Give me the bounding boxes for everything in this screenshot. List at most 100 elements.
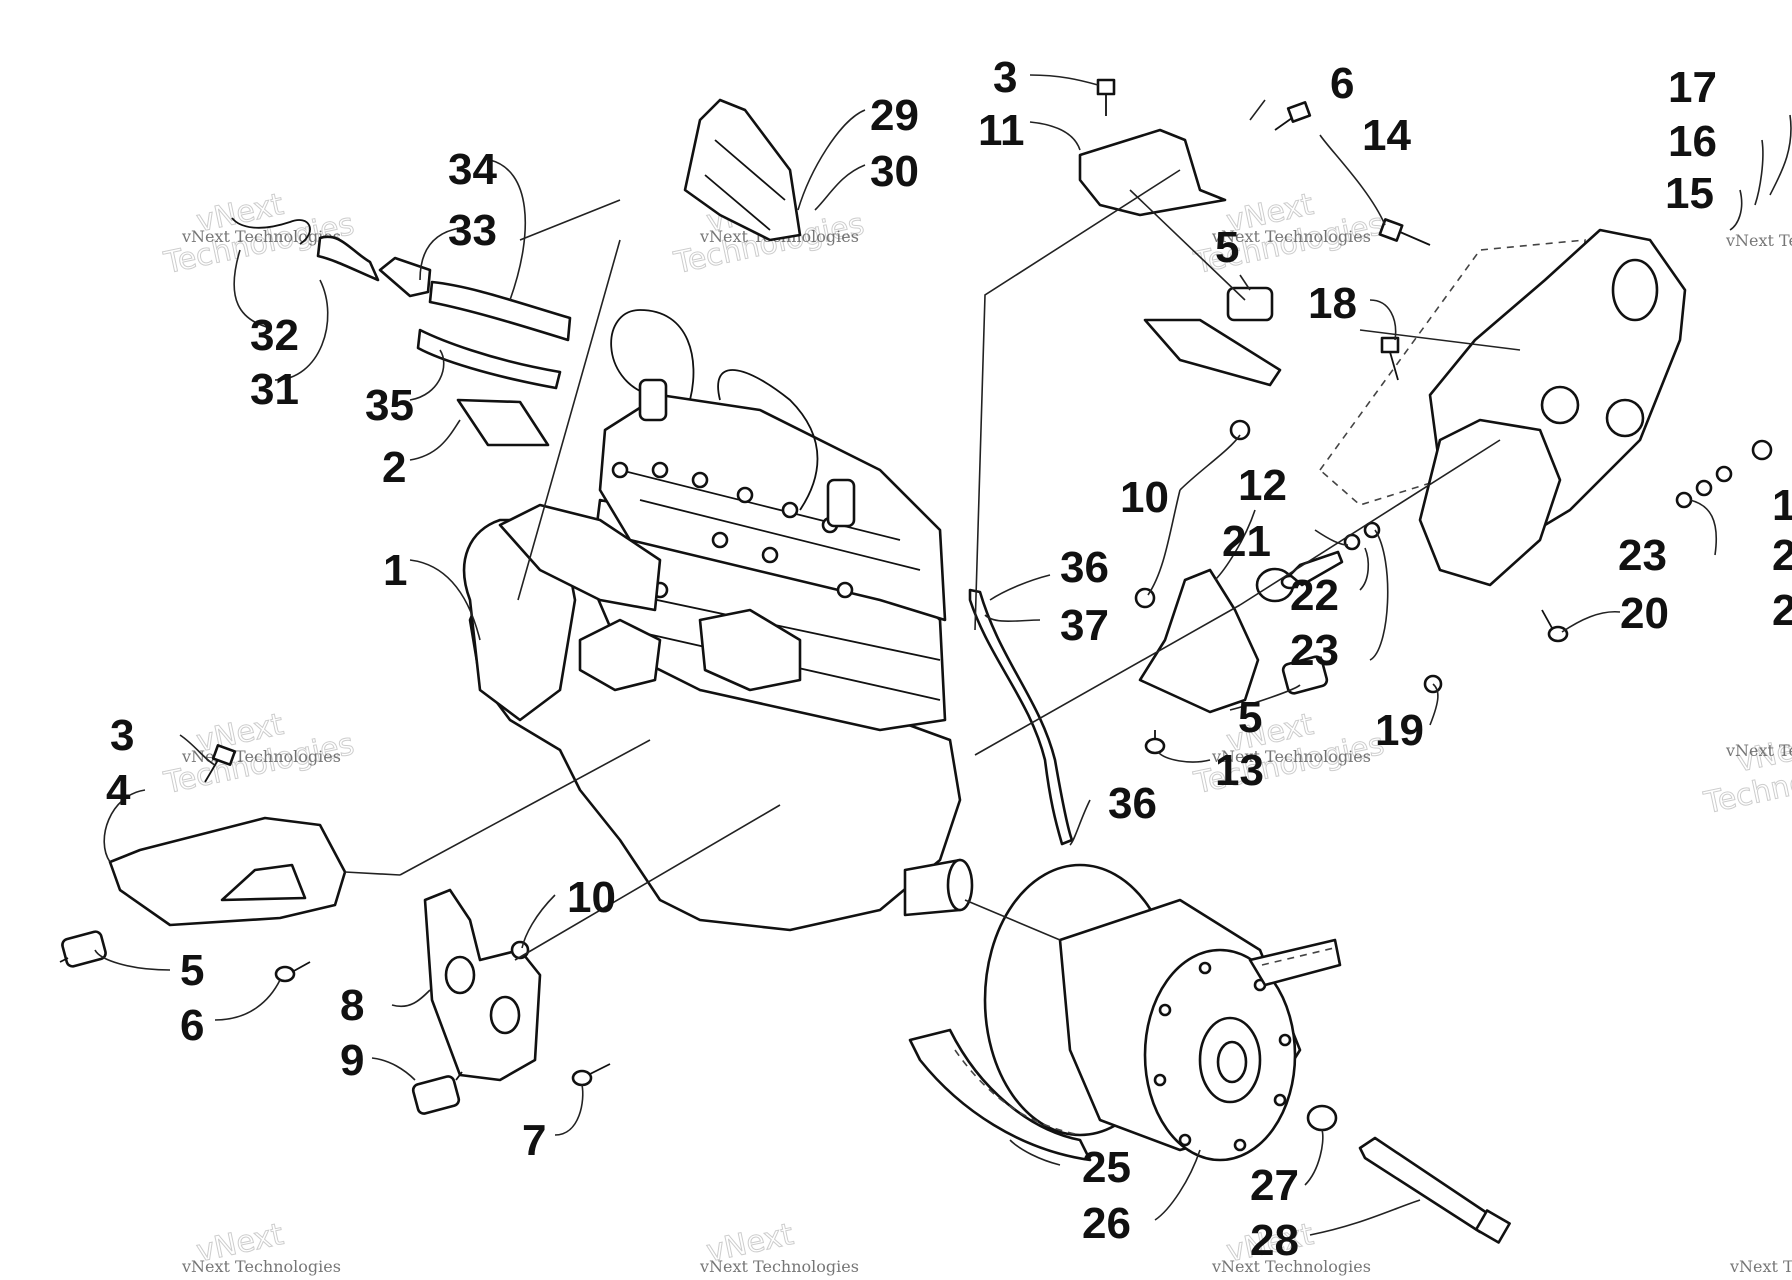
label-14: 14 <box>1362 111 1411 160</box>
label-5-left: 5 <box>180 946 204 995</box>
watermark-small: vNext Technologies <box>1725 741 1792 760</box>
label-11: 11 <box>978 106 1025 155</box>
label-8: 8 <box>340 981 364 1030</box>
rear-plate-boss <box>1540 385 1580 425</box>
engine-intake-manifold <box>498 503 662 612</box>
washer <box>1363 521 1381 539</box>
bolt <box>1096 78 1116 116</box>
label-6-top: 6 <box>1330 59 1354 108</box>
engine-exhaust-flange <box>698 608 802 692</box>
pin-21 <box>1288 550 1344 587</box>
label-34: 34 <box>448 145 497 194</box>
top-hose-bracket <box>683 98 802 242</box>
watermark-small: vNext Technologies <box>699 1257 859 1276</box>
label-28: 28 <box>1250 1216 1299 1265</box>
drive-belt-upper <box>1248 938 1342 987</box>
front-mount-plate-cutout <box>220 863 307 902</box>
rear-plate-cutout <box>1611 258 1659 322</box>
spark-plug-wire <box>717 369 819 511</box>
engine-shaft-end <box>946 858 974 912</box>
clutch-bolt <box>1358 1136 1497 1234</box>
watermark-small: vNext Technologies <box>1211 1257 1371 1276</box>
hose <box>416 328 562 390</box>
bracket-hole <box>444 955 476 995</box>
rear-knuckle-bracket <box>1418 418 1562 587</box>
upper-mount-bracket <box>1078 128 1227 217</box>
label-7: 7 <box>522 1116 546 1165</box>
label-3-top: 3 <box>993 53 1017 102</box>
label-27: 27 <box>1250 1161 1299 1210</box>
washer <box>1695 479 1713 497</box>
label-5-mid: 5 <box>1238 693 1262 742</box>
watermark-small: vNext Technologies <box>1211 227 1371 246</box>
drive-clutch-assembly <box>908 863 1342 1162</box>
top-hose-bracket-rib <box>714 139 786 201</box>
engine-assembly <box>462 309 974 932</box>
label-2-right-cut: 2 <box>1772 586 1792 635</box>
label-5-top: 5 <box>1215 223 1239 272</box>
engine-head-fin <box>639 499 921 571</box>
label-30: 30 <box>870 147 919 196</box>
bolt <box>571 1063 611 1087</box>
label-36-top: 36 <box>1060 543 1109 592</box>
rear-plate-boss <box>1605 398 1645 438</box>
label-36-bottom: 36 <box>1108 779 1157 828</box>
nut <box>1134 587 1156 609</box>
nut <box>1715 465 1733 483</box>
hose-clamp <box>231 217 311 245</box>
label-1: 1 <box>383 546 407 595</box>
nut <box>1229 419 1251 441</box>
watermark: vNext Technologies <box>1700 727 1792 822</box>
label-6-left: 6 <box>180 1001 204 1050</box>
right-mount-bracket <box>1138 568 1260 714</box>
part-labels: 3 11 6 14 17 16 15 29 30 34 33 32 31 35 … <box>106 53 1792 1265</box>
spark-plug-wire <box>610 309 695 401</box>
label-2-right-cut: 2 <box>1772 531 1792 580</box>
front-mount-plate <box>108 816 347 927</box>
label-12: 12 <box>1238 461 1287 510</box>
hose <box>316 235 380 282</box>
top-hose-bracket-rib <box>704 174 771 231</box>
engine-bracket-left <box>423 888 542 1082</box>
watermark-small: vNext Technologies <box>1725 231 1792 250</box>
watermark-small: vNext Technologies <box>1211 747 1371 766</box>
bolt <box>1274 101 1312 131</box>
engine-head-fin <box>619 469 901 541</box>
bolt <box>274 961 311 983</box>
label-26: 26 <box>1082 1199 1131 1248</box>
drive-belt-teeth <box>954 1049 1081 1136</box>
washer <box>1343 533 1361 551</box>
hose-assembly <box>231 217 1074 846</box>
label-17: 17 <box>1668 63 1717 112</box>
nut <box>510 940 530 960</box>
label-33: 33 <box>448 206 497 255</box>
label-15: 15 <box>1665 169 1714 218</box>
label-31: 31 <box>250 365 299 414</box>
spark-plug-cap <box>826 478 856 528</box>
bolt <box>1144 730 1166 755</box>
mount-shim-plate <box>1143 318 1282 387</box>
nut <box>1751 439 1773 461</box>
label-2: 2 <box>382 443 406 492</box>
bracket-hole <box>489 995 521 1035</box>
watermark-small: vNext Technologies <box>181 227 341 246</box>
label-4: 4 <box>106 766 131 815</box>
label-22: 22 <box>1290 571 1339 620</box>
label-19: 19 <box>1375 706 1424 755</box>
hose <box>428 280 572 342</box>
label-1-right-cut: 1 <box>1772 481 1792 530</box>
label-37: 37 <box>1060 601 1109 650</box>
label-23-mid: 23 <box>1290 626 1339 675</box>
clutch-bore <box>1216 1040 1248 1084</box>
leader-lines <box>94 74 1792 1236</box>
label-25: 25 <box>1082 1143 1131 1192</box>
label-16: 16 <box>1668 117 1717 166</box>
label-10-right: 10 <box>1120 473 1169 522</box>
bolt <box>1541 609 1569 643</box>
label-35: 35 <box>365 381 414 430</box>
rubber-mount <box>411 1071 463 1115</box>
label-3-left: 3 <box>110 711 134 760</box>
label-23-right: 23 <box>1618 531 1667 580</box>
clutch-cover-bolts <box>1153 961 1292 1152</box>
